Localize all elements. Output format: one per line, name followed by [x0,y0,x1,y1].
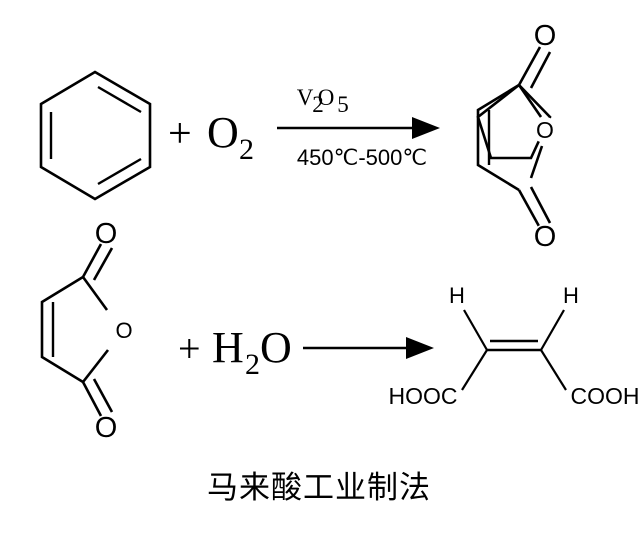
carboxyl-left-label: HOOC [389,383,458,409]
ring-oxygen-label: O [536,117,554,143]
plus-sign-reaction-2: + [178,326,201,371]
bond-to-hydrogen-right [540,309,565,351]
benzene-hexagon [39,70,152,201]
benzene-double-bond-lower-right [97,157,142,186]
anhydride2-carbonyl-bottom-bond-b [92,378,114,413]
anhydride2-carbonyl-top-bond-a [81,243,103,278]
carbonyl-bottom-oxygen-label: O [534,221,557,253]
anhydride2-carbonyl-bottom-oxygen-label: O [95,412,118,444]
water-hydrogen-subscript: 2 [245,348,260,381]
anhydride2-bond-ring-o-to-c-bottom [81,349,110,383]
bond-to-carboxyl-left [461,349,488,391]
oxygen-molecule-formula: O 2 [207,108,254,166]
ring-oxygen-label-mask [532,117,558,143]
hydrogen-left-label: H [449,283,465,308]
anhydride2-carbonyl-bottom-bond-a [81,381,103,417]
arrow-head-2 [406,337,434,359]
water-molecule-formula: H 2 O [212,323,292,381]
maleic-anhydride-reactant: O O O [40,218,133,444]
anhydride2-carbonyl-top-mask [94,221,118,245]
carbonyl-bottom-bond-a [517,189,542,229]
water-hydrogen-symbol: H [212,323,244,372]
anhydride-ring-skeleton [476,83,552,160]
anhydride2-ring-left-path [40,275,84,384]
anhydride-bond-c-to-ring-o-top [517,84,543,118]
benzene-ring [39,70,152,201]
bond-to-carboxyl-right [540,349,567,391]
maleic-acid-product: H H HOOC COOH [389,283,638,409]
figure-caption: 马来酸工业制法 [207,470,431,506]
catalyst-v-subscript: 2 [312,92,324,117]
catalyst-o-subscript: 5 [337,92,349,117]
arrow-head [412,117,440,139]
plus-sign-reaction-1: + [168,111,192,157]
bond-to-hydrogen-left [463,309,488,351]
water-oxygen-symbol: O [260,323,292,372]
carbonyl-top-oxygen-label: O [534,20,557,52]
carbonyl-bottom-bond-b [529,186,552,224]
arrow-condition-label: 450℃-500℃ [297,145,427,170]
carbonyl-top-label-mask [533,23,557,47]
catalyst-o-symbol: O [318,85,335,110]
anhydride2-carbonyl-top-bond-b [92,247,114,281]
anhydride2-ring-oxygen-mask [101,318,125,342]
anhydride2-ring-oxygen-label: O [115,318,132,343]
reaction-arrow-1: V 2 O 5 450℃-500℃ [277,85,440,170]
anhydride-bond-ring-o-to-c-bottom [529,145,544,179]
hydrogen-right-label: H [563,283,579,308]
catalyst-v-symbol: V [297,85,314,110]
maleic-anhydride-product: O O O [476,20,558,253]
anhydride-ring-left-path [476,83,520,192]
anhydride2-bond-c-to-ring-o-top [81,276,109,311]
carbonyl-top-bond-a [517,46,542,86]
benzene-double-bond-upper-right [97,85,142,114]
oxygen-subscript: 2 [239,133,254,166]
oxygen-symbol: O [207,108,239,157]
reaction-arrow-2 [303,337,434,359]
anhydride2-carbonyl-bottom-mask [94,415,118,439]
carbonyl-bottom-label-mask [533,224,557,248]
arrow-catalyst-label: V 2 O 5 [297,85,349,117]
carbonyl-top-bond-b [529,51,552,89]
carboxyl-right-label: COOH [571,383,638,409]
anhydride2-carbonyl-top-oxygen-label: O [95,218,118,250]
